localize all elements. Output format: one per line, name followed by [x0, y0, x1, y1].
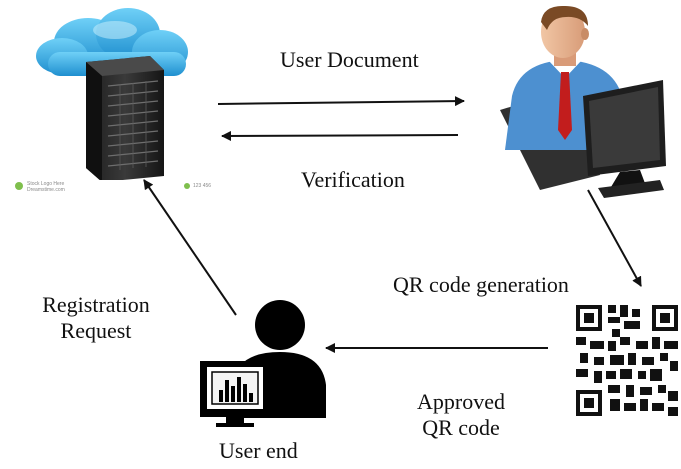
arrow-verification: [221, 130, 459, 141]
stock-watermark-strip: [12, 180, 222, 194]
stock-watermark-id: 123 456: [193, 183, 212, 189]
label-approved-line1: Approved: [417, 389, 505, 414]
server-rack: [86, 56, 164, 182]
label-approved-line2: QR code: [422, 415, 500, 440]
label-registration-line2: Request: [60, 318, 132, 343]
cloud-server-icon: [12, 8, 222, 194]
stock-watermark-text: Stock Logo Here Dreamstime.com: [27, 181, 65, 193]
label-registration-request: Registration Request: [18, 292, 174, 344]
arrow-registration-request: [143, 179, 237, 316]
label-qr-generation: QR code generation: [393, 272, 569, 297]
label-approved-qr-code: Approved QR code: [396, 389, 526, 441]
arrow-qr-generation: [587, 189, 642, 287]
admin-computer-icon: [500, 5, 666, 198]
admin-monitor: [583, 80, 666, 198]
label-verification: Verification: [301, 167, 405, 192]
label-user-end: User end: [219, 438, 298, 463]
stock-watermark-line1: Stock Logo Here: [27, 181, 65, 187]
stock-watermark-line2: Dreamstime.com: [27, 187, 65, 193]
user-computer-icon: [200, 300, 326, 427]
arrow-user-document: [217, 96, 465, 107]
label-user-document: User Document: [280, 47, 419, 72]
user-monitor: [200, 361, 270, 427]
qr-code-icon: [573, 302, 681, 418]
label-registration-line1: Registration: [42, 292, 150, 317]
